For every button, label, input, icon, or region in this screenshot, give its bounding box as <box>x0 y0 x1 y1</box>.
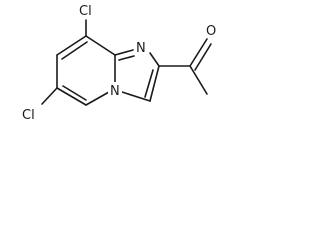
bond-c2-c3-inner <box>144 69 154 98</box>
bond-c8a-n1 <box>114 49 134 56</box>
bond-carbonyl-methyl <box>189 65 208 95</box>
bond-n1-c2 <box>149 52 160 67</box>
bond-c8-c8a <box>85 35 116 56</box>
atom-n-imine: N <box>134 39 148 56</box>
atom-cl-top: Cl <box>77 2 97 19</box>
bond-c8-c7 <box>56 35 87 56</box>
atom-n-bridge-label: N <box>110 84 120 99</box>
bond-c5-n4 <box>85 91 110 106</box>
atom-n-bridge: N <box>108 82 122 99</box>
atom-o-carbonyl: O <box>204 22 218 39</box>
bond-carbonyl-o <box>189 38 208 67</box>
chemical-structure: Cl Cl N N O <box>20 2 218 123</box>
atom-o-carbonyl-label: O <box>206 24 216 39</box>
bond-c8a-n1-inner <box>118 55 135 61</box>
molecule-canvas: Cl Cl N N O <box>0 0 248 138</box>
bond-c6-c5 <box>56 87 87 106</box>
atom-cl-left: Cl <box>20 106 40 123</box>
bond-c6-c5-inner <box>62 85 87 101</box>
atom-n-imine-label: N <box>136 41 146 56</box>
bond-c3-n4 <box>121 91 151 102</box>
atom-cl-left-label: Cl <box>22 108 35 123</box>
bond-c6-cl <box>41 87 58 105</box>
atom-cl-top-label: Cl <box>79 4 92 19</box>
bond-carbonyl-o-double <box>194 43 212 71</box>
bond-c2-c3 <box>149 65 160 102</box>
bond-c7-c8-inner <box>61 41 88 60</box>
